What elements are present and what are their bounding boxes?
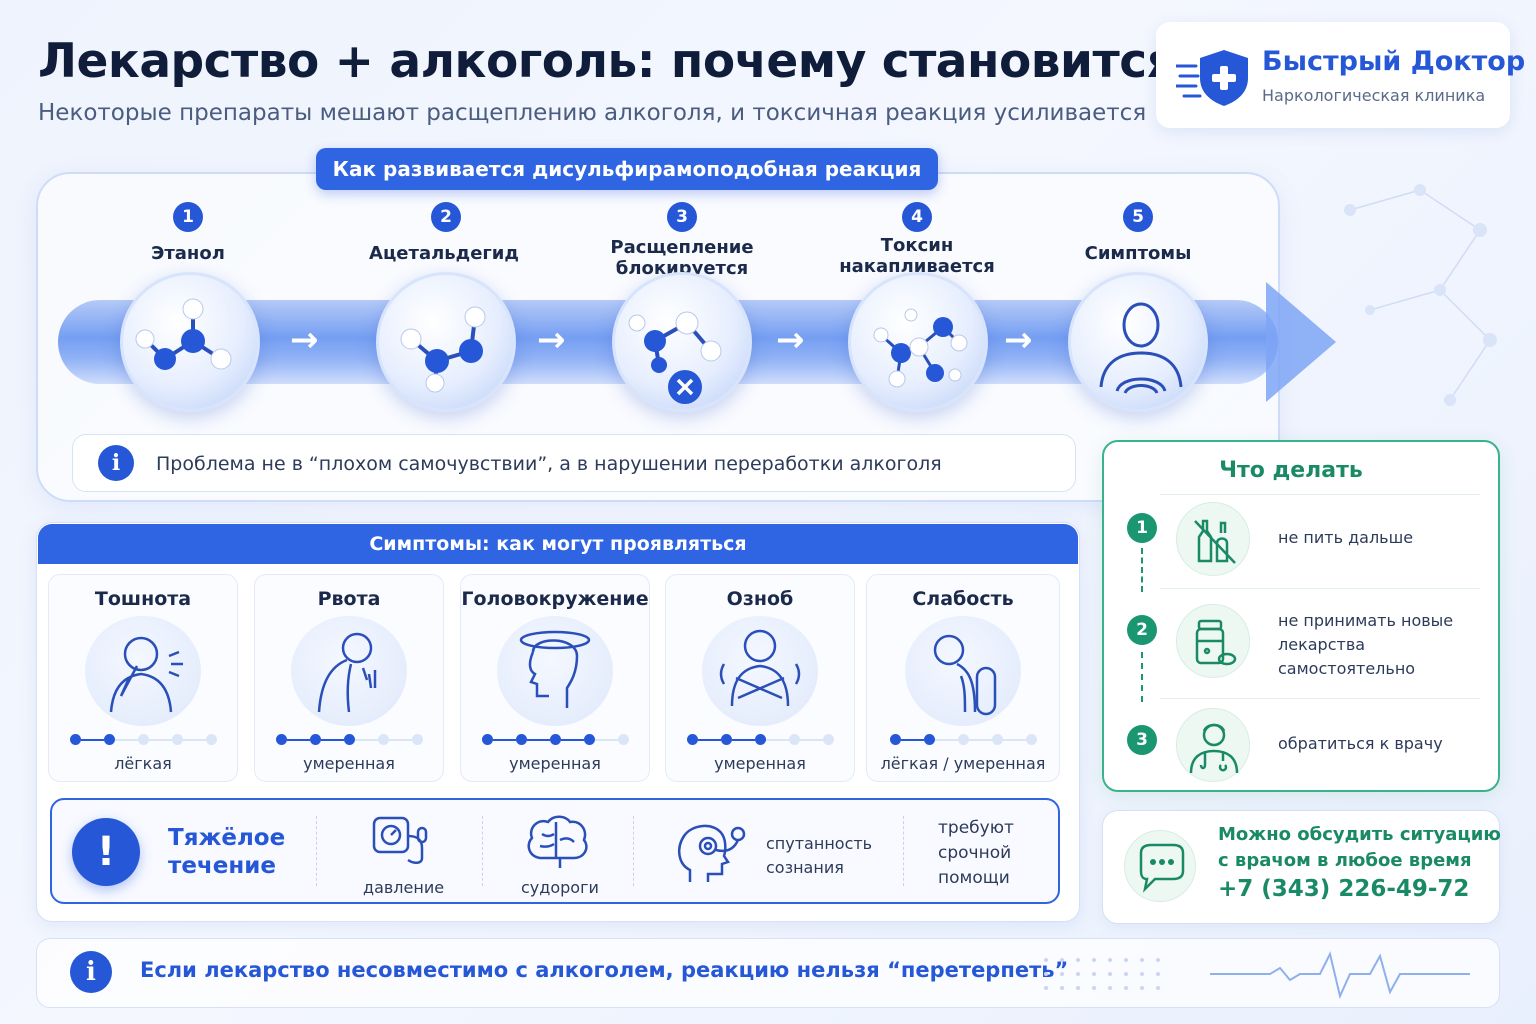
flow-arrow-icon: → (290, 320, 319, 360)
doctor-icon (1176, 708, 1250, 782)
page-subtitle: Некоторые препараты мешают расщеплению а… (38, 100, 1147, 126)
contact-text: Можно обсудить ситуацию с врачом в любое… (1218, 822, 1501, 874)
symptoms-heading: Симптомы: как могут проявляться (38, 524, 1078, 564)
contact-card[interactable] (1102, 810, 1500, 924)
severity-scale (868, 734, 1058, 745)
step-label: Расщепление блокируется (610, 237, 754, 279)
divider (316, 816, 317, 886)
divider (1160, 698, 1480, 699)
flow-arrow-icon: → (537, 320, 566, 360)
todo-number: 1 (1127, 513, 1157, 543)
molecule-icon (135, 298, 232, 370)
flow-arrow-icon: → (1004, 320, 1033, 360)
chat-icon (1124, 830, 1196, 902)
pipeline-note: Проблема не в “плохом самочувствии”, а в… (156, 453, 942, 475)
nausea-icon (85, 616, 201, 726)
symptom-name: Слабость (912, 588, 1014, 610)
symptom-level: умеренная (714, 754, 806, 773)
blood-pressure-icon (370, 814, 434, 874)
contact-text-line1: Можно обсудить ситуацию (1218, 824, 1501, 845)
what-to-do-panel (1102, 440, 1500, 792)
step-number: 5 (1123, 202, 1153, 232)
symptom-level: умеренная (509, 754, 601, 773)
symptom-name: Озноб (726, 588, 794, 610)
step-circle (376, 272, 516, 412)
weakness-icon (905, 616, 1021, 726)
chills-icon (702, 616, 818, 726)
info-icon: i (98, 445, 134, 481)
what-to-do-heading: Что делать (1219, 458, 1363, 483)
todo-connector (1141, 548, 1143, 592)
step-label: Симптомы (1084, 243, 1192, 264)
flow-arrow-icon: → (776, 320, 805, 360)
step-label: Токсин накапливается (839, 235, 995, 277)
symptom-name: Рвота (317, 588, 381, 610)
todo-number: 3 (1127, 725, 1157, 755)
info-icon: i (70, 951, 112, 993)
pipeline-note-bar (72, 434, 1076, 492)
alert-icon: ! (72, 818, 140, 886)
divider (482, 816, 483, 886)
molecule-icon (400, 306, 486, 393)
brand-tagline: Наркологическая клиника (1262, 86, 1486, 105)
step-circle (848, 272, 988, 412)
severity-scale (665, 734, 855, 745)
step-number: 3 (667, 202, 697, 232)
person-icon (1099, 302, 1183, 394)
severe-item-label: спутанность сознания (766, 834, 873, 877)
molecule-cluster-icon (873, 308, 968, 388)
urgent-help-label: требуют срочной помощи (938, 818, 1014, 888)
divider (633, 816, 634, 886)
todo-connector (1141, 652, 1143, 702)
pipeline-arrow-head (1266, 282, 1336, 402)
step-circle (120, 272, 260, 412)
symptom-name: Головокружение (461, 588, 649, 610)
symptom-level: лёгкая / умеренная (880, 754, 1046, 773)
page-title: Лекарство + алкоголь: почему становится … (38, 34, 1352, 89)
todo-text: не пить дальше (1278, 528, 1414, 547)
todo-text: обратиться к врачу (1278, 734, 1443, 753)
pulse-decoration (1044, 951, 1470, 1000)
molecule-blocked-icon (628, 311, 722, 404)
step-circle (612, 272, 752, 412)
brain-icon (522, 814, 592, 874)
todo-number: 2 (1127, 615, 1157, 645)
divider (1160, 588, 1480, 589)
vomiting-icon (291, 616, 407, 726)
symptom-level: умеренная (303, 754, 395, 773)
no-alcohol-icon (1176, 502, 1250, 576)
dizziness-icon (497, 616, 613, 726)
step-circle (1068, 272, 1208, 412)
step-number: 2 (431, 202, 461, 232)
divider (1160, 494, 1480, 495)
phone-link[interactable]: +7 (343) 226-49-72 (1218, 876, 1470, 902)
severity-scale (460, 734, 650, 745)
divider (903, 816, 904, 886)
severe-item-label: давление (363, 878, 445, 897)
brand-name: Быстрый Доктор (1262, 46, 1526, 77)
severity-scale (254, 734, 444, 745)
severity-scale (48, 734, 238, 745)
contact-text-line2: с врачом в любое время (1218, 850, 1472, 871)
severe-item-label: судороги (521, 878, 599, 897)
symptom-level: лёгкая (114, 754, 172, 773)
step-number: 4 (902, 202, 932, 232)
step-number: 1 (173, 202, 203, 232)
pill-bottle-icon (1176, 604, 1250, 678)
todo-text: не принимать новые лекарства самостоятел… (1278, 611, 1454, 678)
network-decoration (1344, 184, 1497, 406)
confusion-icon (672, 820, 750, 888)
pipeline-heading: Как развивается дисульфирамоподобная реа… (316, 148, 938, 190)
symptom-name: Тошнота (94, 588, 192, 610)
shield-cross-icon (1174, 48, 1252, 112)
step-label: Этанол (151, 243, 225, 264)
footer-note: Если лекарство несовместимо с алкоголем,… (140, 958, 1069, 982)
step-label: Ацетальдегид (369, 243, 519, 264)
severe-title: Тяжёлое течение (168, 825, 286, 879)
